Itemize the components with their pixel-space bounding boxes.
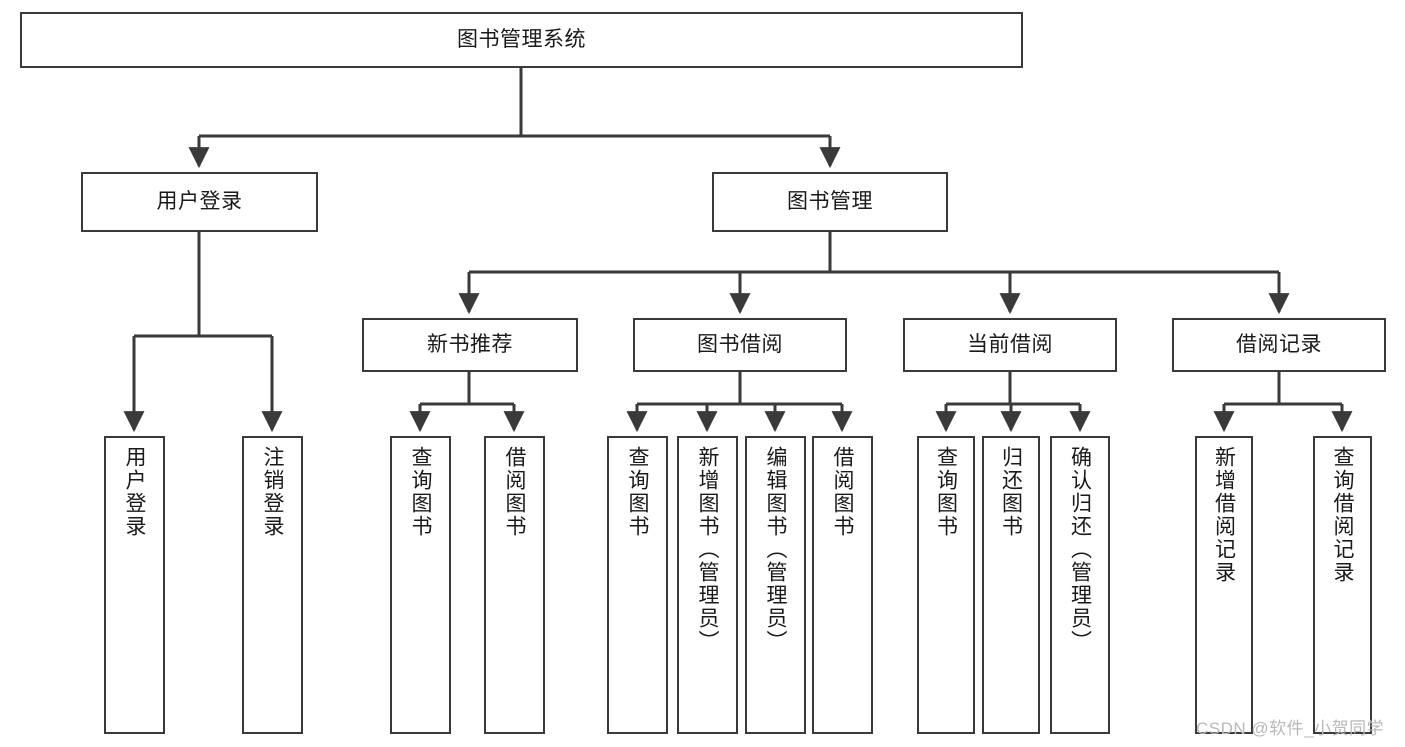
- node-current-borrow[interactable]: 当前借阅: [903, 318, 1117, 372]
- node-leaf-borrow-book-rec-label: 借阅图书: [503, 446, 526, 538]
- node-leaf-query-book-rec[interactable]: 查询图书: [390, 436, 451, 734]
- node-leaf-user-logout[interactable]: 注销登录: [242, 436, 303, 734]
- node-leaf-user-login[interactable]: 用户登录: [104, 436, 165, 734]
- node-leaf-user-logout-label: 注销登录: [261, 446, 284, 538]
- node-book-borrow[interactable]: 图书借阅: [633, 318, 847, 372]
- node-borrow-record[interactable]: 借阅记录: [1172, 318, 1386, 372]
- node-leaf-return-book[interactable]: 归还图书: [982, 436, 1040, 734]
- node-current-borrow-label: 当前借阅: [967, 332, 1053, 356]
- node-leaf-borrow-book-label: 借阅图书: [831, 446, 854, 538]
- node-leaf-edit-book[interactable]: 编辑图书（管理员）: [745, 436, 806, 734]
- node-leaf-query-book-cur-label: 查询图书: [934, 446, 958, 538]
- node-user-login[interactable]: 用户登录: [81, 172, 318, 232]
- node-leaf-borrow-book[interactable]: 借阅图书: [812, 436, 873, 734]
- node-book-manage[interactable]: 图书管理: [712, 172, 948, 232]
- node-book-borrow-label: 图书借阅: [697, 332, 783, 356]
- node-root-label: 图书管理系统: [457, 27, 586, 51]
- node-leaf-add-book-label: 新增图书（管理员）: [696, 446, 719, 653]
- node-leaf-confirm-return-label: 确认归还（管理员）: [1068, 446, 1092, 653]
- node-leaf-add-record[interactable]: 新增借阅记录: [1195, 436, 1253, 734]
- node-leaf-add-record-label: 新增借阅记录: [1212, 446, 1236, 584]
- node-leaf-query-book-cur[interactable]: 查询图书: [917, 436, 975, 734]
- node-leaf-return-book-label: 归还图书: [999, 446, 1023, 538]
- node-new-book-rec[interactable]: 新书推荐: [362, 318, 578, 372]
- node-leaf-query-book[interactable]: 查询图书: [607, 436, 668, 734]
- node-leaf-borrow-book-rec[interactable]: 借阅图书: [484, 436, 545, 734]
- node-root[interactable]: 图书管理系统: [20, 12, 1023, 68]
- node-leaf-user-login-label: 用户登录: [123, 446, 146, 538]
- node-leaf-confirm-return[interactable]: 确认归还（管理员）: [1050, 436, 1110, 734]
- node-leaf-query-book-label: 查询图书: [626, 446, 649, 538]
- node-book-manage-label: 图书管理: [787, 189, 873, 213]
- node-leaf-query-record[interactable]: 查询借阅记录: [1313, 436, 1372, 734]
- node-new-book-rec-label: 新书推荐: [427, 332, 513, 356]
- node-leaf-add-book[interactable]: 新增图书（管理员）: [677, 436, 738, 734]
- node-leaf-query-book-rec-label: 查询图书: [409, 446, 432, 538]
- node-leaf-edit-book-label: 编辑图书（管理员）: [764, 446, 787, 653]
- node-borrow-record-label: 借阅记录: [1236, 332, 1322, 356]
- node-user-login-label: 用户登录: [156, 189, 243, 213]
- node-leaf-query-record-label: 查询借阅记录: [1331, 446, 1354, 584]
